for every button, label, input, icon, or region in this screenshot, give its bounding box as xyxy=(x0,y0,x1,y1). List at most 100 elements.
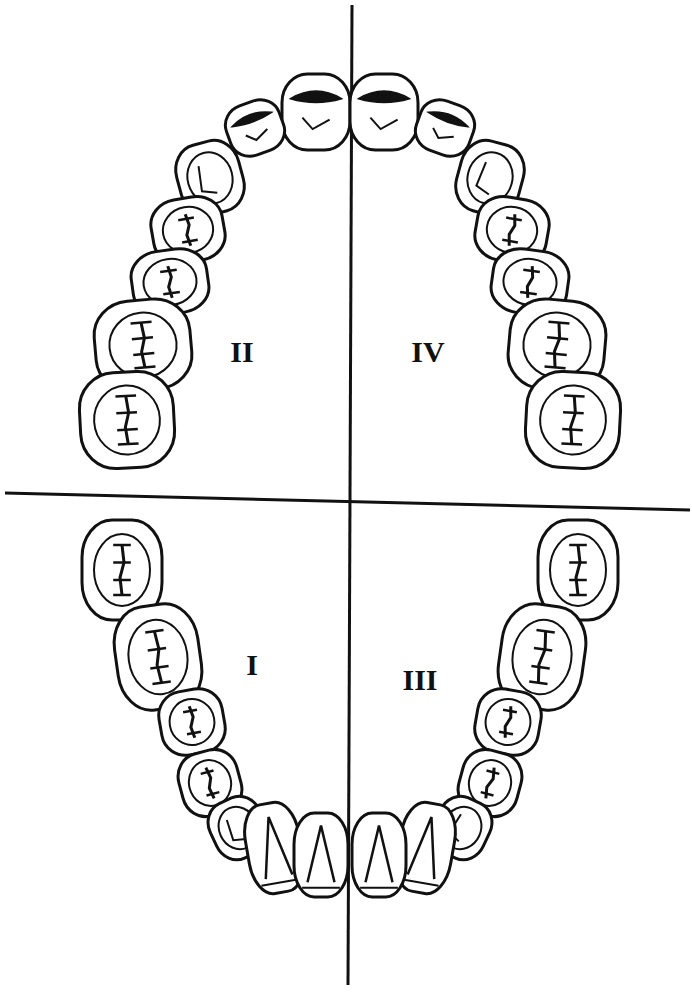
incisal-edge xyxy=(302,887,340,889)
crown-ridge xyxy=(508,616,577,698)
fissure-branch xyxy=(529,681,547,684)
tooth-outline xyxy=(524,370,623,471)
occlusal-line xyxy=(5,493,690,510)
incisal-ridge xyxy=(308,826,335,883)
fissure-branch xyxy=(534,648,552,651)
fissure-branch xyxy=(178,218,194,221)
tooth xyxy=(350,74,418,150)
fissure-branch xyxy=(116,412,137,413)
fissure-branch xyxy=(506,218,522,221)
fissure-branch xyxy=(520,292,537,294)
incisal-ridge xyxy=(408,815,445,880)
tooth xyxy=(155,685,229,759)
fissure-branch xyxy=(523,270,540,272)
fissure-branch xyxy=(113,579,131,582)
incisal-edge xyxy=(261,879,298,886)
fissure xyxy=(553,322,561,367)
cusp-ridge xyxy=(195,163,217,196)
crown-ridge xyxy=(107,310,180,380)
cingulum xyxy=(370,118,397,129)
incisal-ridge xyxy=(255,815,292,880)
fissure-branch xyxy=(503,710,517,712)
fissure xyxy=(576,545,580,595)
fissure-branch xyxy=(531,666,549,669)
fissure-branch xyxy=(183,710,197,712)
crown-ridge xyxy=(550,534,606,606)
fissure-branch xyxy=(131,322,152,324)
fissure-branch xyxy=(133,353,154,355)
tooth xyxy=(524,370,623,471)
fissure-branch xyxy=(499,732,513,734)
crown-ridge xyxy=(92,384,161,456)
tooth xyxy=(78,370,177,471)
tooth xyxy=(352,813,406,897)
tooth-outline xyxy=(294,813,348,897)
crown-ridge xyxy=(124,616,193,698)
fissure-branch xyxy=(502,240,518,243)
tooth-outline xyxy=(352,813,406,897)
fissure xyxy=(536,631,547,683)
tooth xyxy=(294,813,348,897)
fissure-branch xyxy=(562,429,583,430)
incisal-edge xyxy=(359,91,410,102)
fissure-branch xyxy=(547,337,568,339)
tooth xyxy=(282,74,350,150)
fissure xyxy=(120,545,124,595)
fissure xyxy=(139,322,147,367)
fissure-branch xyxy=(132,337,153,339)
fissure-branch xyxy=(152,681,170,684)
teeth xyxy=(78,74,623,897)
tooth-outline xyxy=(471,685,545,759)
fissure-branch xyxy=(561,443,582,444)
crown-ridge xyxy=(94,534,150,606)
fissure-branch xyxy=(113,544,131,547)
quadrant-number: II xyxy=(230,337,253,367)
fissure-branch xyxy=(487,770,500,773)
tooth-outline xyxy=(155,685,229,759)
incisal-ridge xyxy=(366,826,393,883)
tooth-outline xyxy=(78,370,177,471)
fissure xyxy=(570,396,577,444)
cusp-ridge xyxy=(475,161,497,194)
fissure-branch xyxy=(113,594,131,597)
fissure-branch xyxy=(160,270,177,272)
fissure-branch xyxy=(569,579,587,582)
fissure-branch xyxy=(207,792,220,795)
fissure-branch xyxy=(569,594,587,597)
fissure-branch xyxy=(536,630,554,633)
fissure-branch xyxy=(145,630,163,633)
crown-ridge xyxy=(166,695,218,748)
fissure-branch xyxy=(150,666,168,669)
fissure-branch xyxy=(163,292,180,294)
crown-ridge xyxy=(482,695,534,748)
incisal-edge xyxy=(230,107,272,129)
fissure-branch xyxy=(548,322,569,324)
fissure-branch xyxy=(545,366,566,368)
fissure-branch xyxy=(134,366,155,368)
incisal-edge xyxy=(427,107,469,129)
fissure-branch xyxy=(187,732,201,734)
fissure-branch xyxy=(117,429,138,430)
crown-ridge xyxy=(521,310,594,380)
tooth-outline xyxy=(282,74,350,150)
incisal-edge xyxy=(401,879,438,886)
fissure-branch xyxy=(201,770,214,773)
tooth xyxy=(471,685,545,759)
cingulum xyxy=(302,118,329,129)
fissure-branch xyxy=(546,353,567,355)
fissure-branch xyxy=(115,395,136,396)
quadrant-number: III xyxy=(402,665,437,695)
crown-ridge xyxy=(538,384,607,456)
cingulum xyxy=(246,128,270,143)
fissure xyxy=(124,396,131,444)
fissure-branch xyxy=(569,544,587,547)
incisal-edge xyxy=(360,887,398,889)
fissure-branch xyxy=(113,561,131,564)
cingulum xyxy=(430,128,454,143)
fissure-branch xyxy=(148,648,166,651)
fissure-branch xyxy=(569,561,587,564)
quadrant-number: I xyxy=(246,650,258,680)
tooth-outline xyxy=(350,74,418,150)
